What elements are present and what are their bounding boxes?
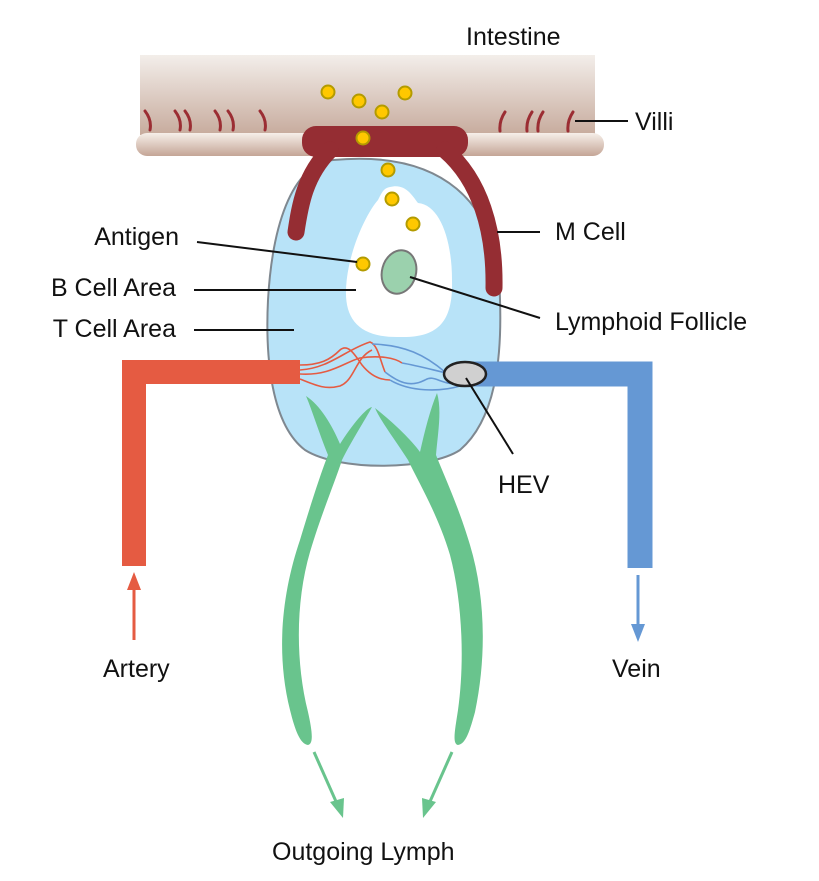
villus	[498, 110, 507, 133]
villus	[536, 110, 545, 133]
capillary-blue	[384, 371, 461, 385]
lymphatics	[282, 393, 483, 818]
villus	[566, 110, 575, 133]
lymph-vessel-right	[375, 393, 483, 745]
villus	[525, 110, 534, 133]
m-cell-arm-right	[436, 141, 503, 297]
lymph-arrowhead-left-icon	[330, 798, 344, 818]
villus	[258, 109, 267, 132]
capillary-blue	[389, 379, 461, 391]
label-antigen: Antigen	[94, 223, 179, 251]
villus	[213, 109, 222, 132]
m-cell-cap	[302, 126, 468, 157]
leader-lymphoid-follicle	[409, 276, 541, 319]
label-m-cell: M Cell	[555, 218, 626, 246]
villus	[183, 109, 192, 132]
villi	[143, 109, 575, 133]
lymph-arrowhead-right-icon	[422, 798, 436, 818]
artery	[122, 360, 300, 640]
capillary-red	[299, 341, 386, 373]
lymph-flow-arrow-left	[312, 751, 340, 807]
lymphoid-follicle	[380, 249, 418, 295]
intestine-wall	[140, 55, 595, 135]
antigen-particle	[355, 130, 371, 146]
antigen-particle	[380, 162, 396, 178]
label-artery: Artery	[103, 655, 170, 683]
antigen-particle	[351, 93, 367, 109]
antigen-particle	[374, 104, 390, 120]
antigen-particle	[320, 84, 336, 100]
antigen-particle	[397, 85, 413, 101]
antigens	[320, 84, 421, 272]
villus	[143, 109, 152, 132]
label-intestine: Intestine	[466, 23, 561, 51]
label-t-cell-area: T Cell Area	[53, 315, 176, 343]
labels: Intestine Villi M Cell Antigen B Cell Ar…	[51, 23, 747, 866]
m-cell	[287, 126, 503, 297]
antigen-particle	[405, 216, 421, 232]
leader-antigen	[196, 241, 358, 263]
label-outgoing-lymph: Outgoing Lymph	[272, 838, 455, 866]
leader-lines	[194, 120, 628, 455]
vein	[470, 361, 653, 642]
lymph-vessel-left	[282, 396, 372, 745]
vein-vessel	[470, 361, 653, 568]
label-hev: HEV	[498, 471, 550, 499]
lymph-flow-arrow-right	[426, 751, 454, 807]
leader-hev	[465, 377, 514, 455]
label-b-cell-area: B Cell Area	[51, 274, 176, 302]
villus	[226, 109, 235, 132]
vein-arrowhead-icon	[631, 624, 645, 642]
label-lymphoid-follicle: Lymphoid Follicle	[555, 308, 747, 336]
artery-arrowhead-icon	[127, 572, 141, 590]
label-vein: Vein	[612, 655, 661, 683]
villus	[173, 109, 182, 132]
capillary-red	[299, 356, 403, 375]
antigen-particle	[355, 256, 371, 272]
hev	[442, 360, 488, 388]
artery-vessel	[122, 360, 300, 566]
capillary-red	[299, 349, 373, 389]
antigen-particle	[384, 191, 400, 207]
m-cell-arm-left	[287, 141, 339, 241]
label-villi: Villi	[635, 108, 673, 136]
